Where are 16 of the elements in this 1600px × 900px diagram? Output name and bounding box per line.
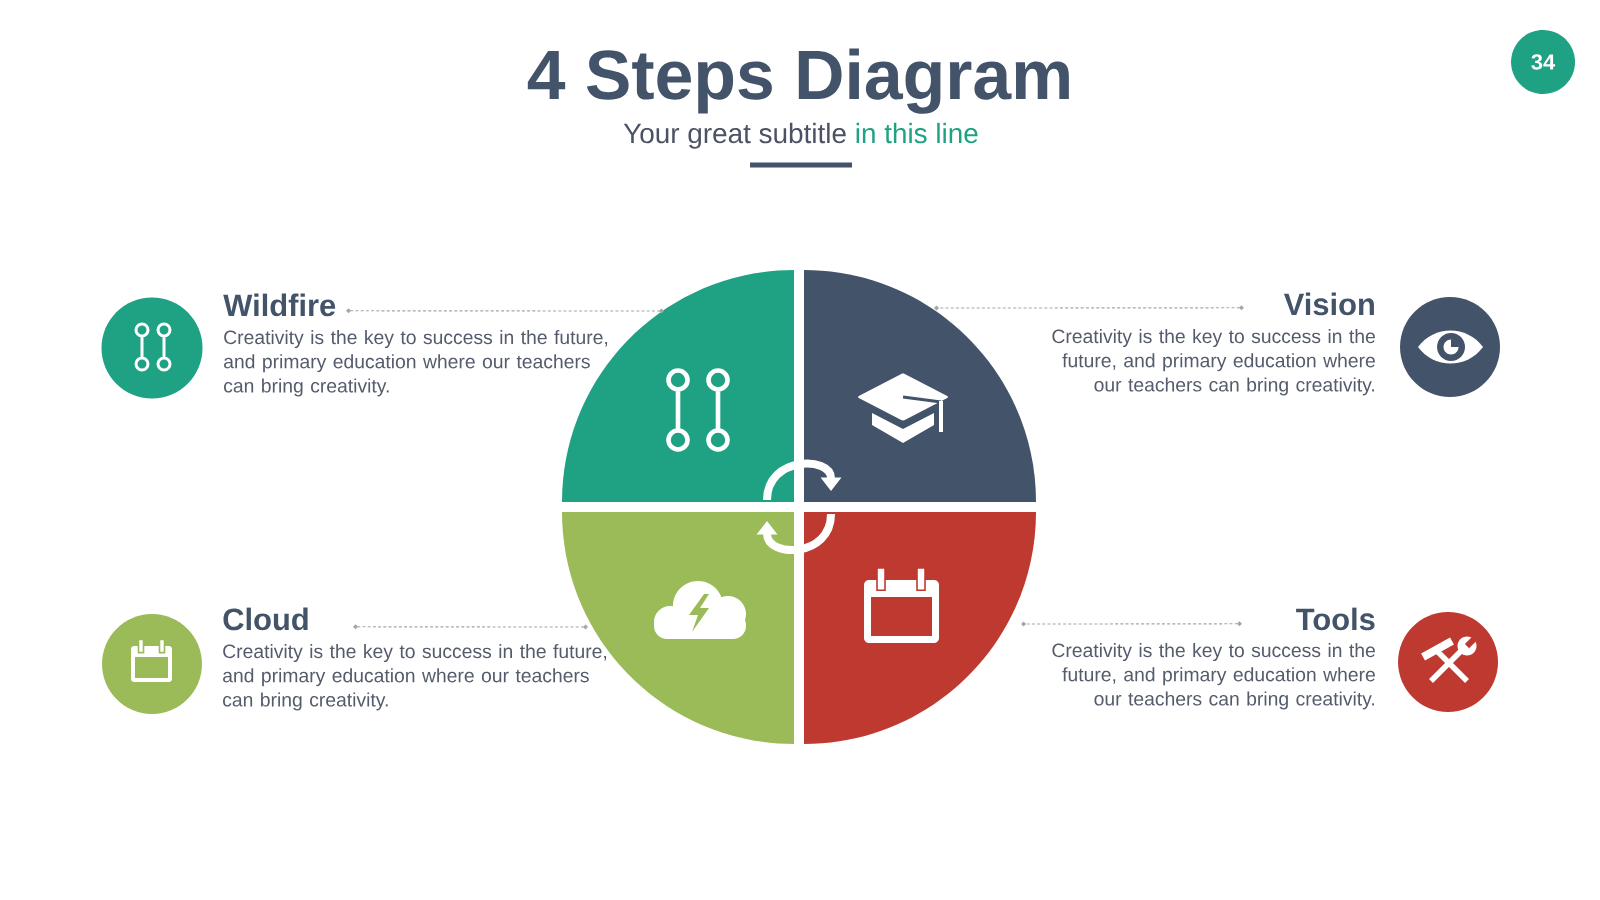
heading: Tools [1296, 607, 1375, 631]
heading: Vision [1283, 292, 1374, 316]
heading: Wildfire [223, 293, 336, 317]
leader-line [1021, 621, 1242, 627]
body-text: Creativity is the key to success in the future, and primary education where our teachers can bring creativity. [223, 644, 607, 711]
page-number-badge: 34 [1511, 30, 1575, 94]
leader-line [346, 308, 664, 314]
body-text: Creativity is the key to success in the future, and primary education where our teachers can bring creativity. [1052, 643, 1375, 710]
subtitle: Your great subtitle in this line [623, 122, 978, 149]
leader-line [353, 624, 588, 630]
leader-line [934, 305, 1244, 311]
body-text: Creativity is the key to success in the future, and primary education where our teachers can bring creativity. [224, 330, 608, 397]
curved-arrow [756, 513, 835, 554]
heading: Cloud [223, 607, 308, 631]
body-text: Creativity is the key to success in the future, and primary education where our teachers can bring creativity. [1052, 329, 1375, 396]
title: 4 Steps Diagram [527, 48, 1069, 114]
